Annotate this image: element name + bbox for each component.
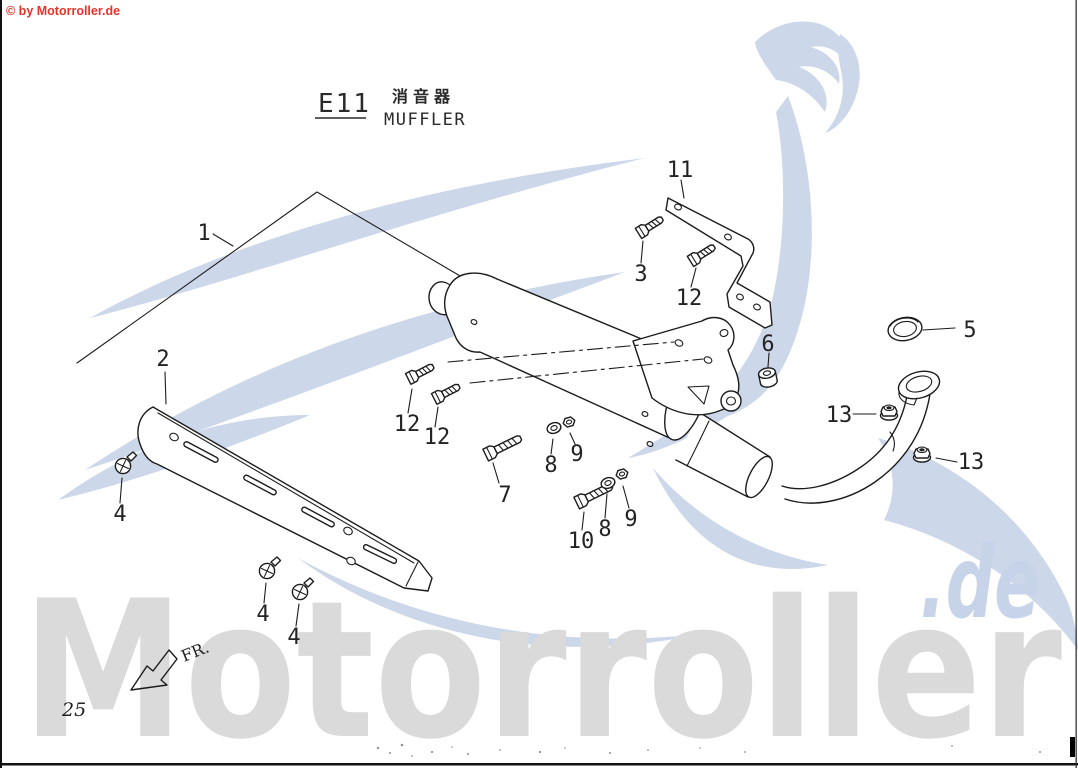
nut-13a <box>879 404 899 421</box>
nut-9b <box>614 467 630 481</box>
callout-9b: 9 <box>624 507 637 532</box>
callout-13a: 13 <box>826 403 853 428</box>
muffler-inlet-sleeve <box>675 411 773 499</box>
part-title-cjk: 消音器 <box>392 87 455 106</box>
bolt-12-top <box>686 240 719 268</box>
page-number: 25 <box>61 699 86 721</box>
callout-3: 3 <box>634 262 647 287</box>
nut-9a <box>561 415 577 429</box>
callout-leaders <box>119 179 958 627</box>
exhaust-header-pipe <box>781 370 941 504</box>
copyright-notice: © by Motorroller.de <box>6 4 120 18</box>
callout-1: 1 <box>197 221 210 246</box>
exhaust-gasket <box>887 316 923 342</box>
callout-2: 2 <box>156 347 169 372</box>
muffler-front-cap <box>444 273 497 353</box>
rubber-bushing <box>757 367 778 388</box>
bolt-7 <box>482 431 525 462</box>
callout-5: 5 <box>963 318 976 343</box>
callout-12b: 12 <box>394 412 421 437</box>
heat-shield <box>137 406 433 592</box>
mounting-strap <box>665 197 773 329</box>
bolt-axis-line <box>447 341 675 363</box>
callout-4c: 4 <box>287 625 300 650</box>
callout-labels: 1 2 3 4 4 4 5 6 7 8 9 8 9 10 11 12 12 12… <box>113 158 984 650</box>
callout-1-leader <box>212 233 234 247</box>
callout-4a: 4 <box>113 502 126 527</box>
bolt-12-left-lower <box>430 380 463 405</box>
muffler-hanger-bracket <box>632 316 742 416</box>
washer-8a <box>545 420 563 436</box>
watermark-domain-suffix: .de <box>920 524 1040 641</box>
callout-8b: 8 <box>598 517 611 542</box>
callout-4b: 4 <box>256 602 269 627</box>
scan-speckles <box>376 743 1041 757</box>
callout-11: 11 <box>667 158 694 183</box>
bolt-12-left <box>404 360 437 385</box>
callout-12c: 12 <box>424 425 451 450</box>
callout-13b: 13 <box>958 450 985 475</box>
section-code: E11 <box>318 89 371 119</box>
callout-8a: 8 <box>544 453 557 478</box>
callout-6: 6 <box>761 332 774 357</box>
exploded-diagram: FR. <box>76 179 958 691</box>
callout-12a: 12 <box>676 286 703 311</box>
assembly-extent-lines <box>76 191 468 364</box>
callout-10: 10 <box>568 529 595 554</box>
bolt-axis-line <box>469 358 704 384</box>
watermark-text: Motorroller <box>22 560 1062 768</box>
nut-13b <box>912 446 932 463</box>
bolt-3 <box>634 212 667 240</box>
callout-7: 7 <box>498 483 511 508</box>
callout-9a: 9 <box>570 442 583 467</box>
title-block: E11 消音器 MUFFLER <box>315 87 466 130</box>
part-title-en: MUFFLER <box>384 110 466 130</box>
